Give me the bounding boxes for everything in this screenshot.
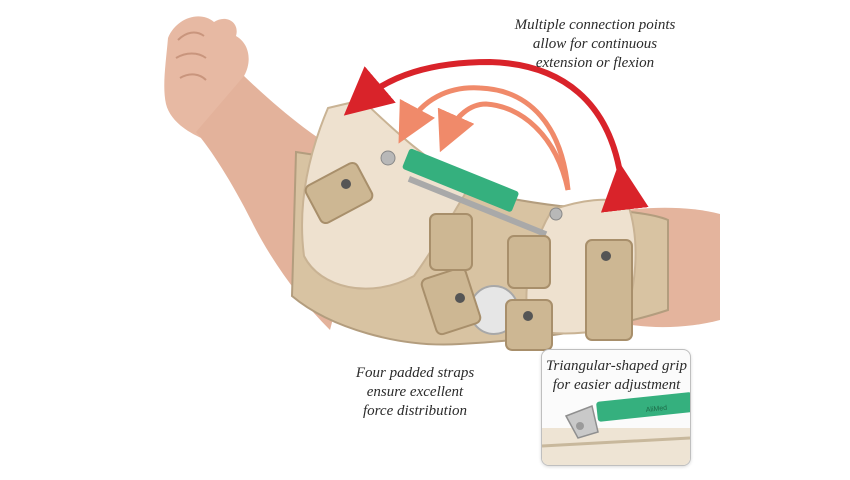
rivet: [455, 293, 465, 303]
rivet: [610, 202, 618, 210]
caption-line: extension or flexion: [535, 55, 655, 71]
caption-line: ensure excellent: [366, 384, 464, 400]
rivet: [350, 104, 358, 112]
caption-padded-straps: Four padded straps ensure excellent forc…: [330, 364, 500, 421]
grip-detail-inset: AliMed: [541, 349, 691, 466]
spring-pivot-lower: [549, 207, 563, 221]
strap-upperarm-top: [507, 235, 551, 289]
triangular-grip: [564, 404, 599, 439]
strap-elbow: [505, 299, 553, 351]
arrow-flexion-extension-main: [343, 58, 649, 213]
rivet: [341, 179, 351, 189]
caption-line: Four padded straps: [355, 365, 475, 381]
spring-pivot-upper: [380, 150, 396, 166]
grip-closeup: AliMed: [542, 392, 690, 465]
caption-line: Multiple connection points: [514, 17, 676, 33]
rivet: [523, 311, 533, 321]
rivet: [601, 251, 611, 261]
caption-line: force distribution: [362, 403, 468, 419]
strap-upperarm: [585, 239, 633, 341]
caption-line: for easier adjustment: [552, 377, 681, 393]
arrow-secondary-inner: [437, 101, 571, 191]
arrow-secondary-outer: [398, 85, 571, 191]
caption-grip: Triangular-shaped grip for easier adjust…: [544, 357, 689, 395]
caption-connection-points: Multiple connection points allow for con…: [495, 16, 695, 73]
spring-closeup: [596, 392, 690, 422]
finger-detail: [175, 31, 207, 81]
strap-forearm-lower: [420, 266, 482, 336]
caption-line: allow for continuous: [532, 36, 658, 52]
strap-center: [429, 213, 473, 271]
caption-line: Triangular-shaped grip: [546, 358, 687, 374]
brand-label: AliMed: [645, 405, 667, 414]
